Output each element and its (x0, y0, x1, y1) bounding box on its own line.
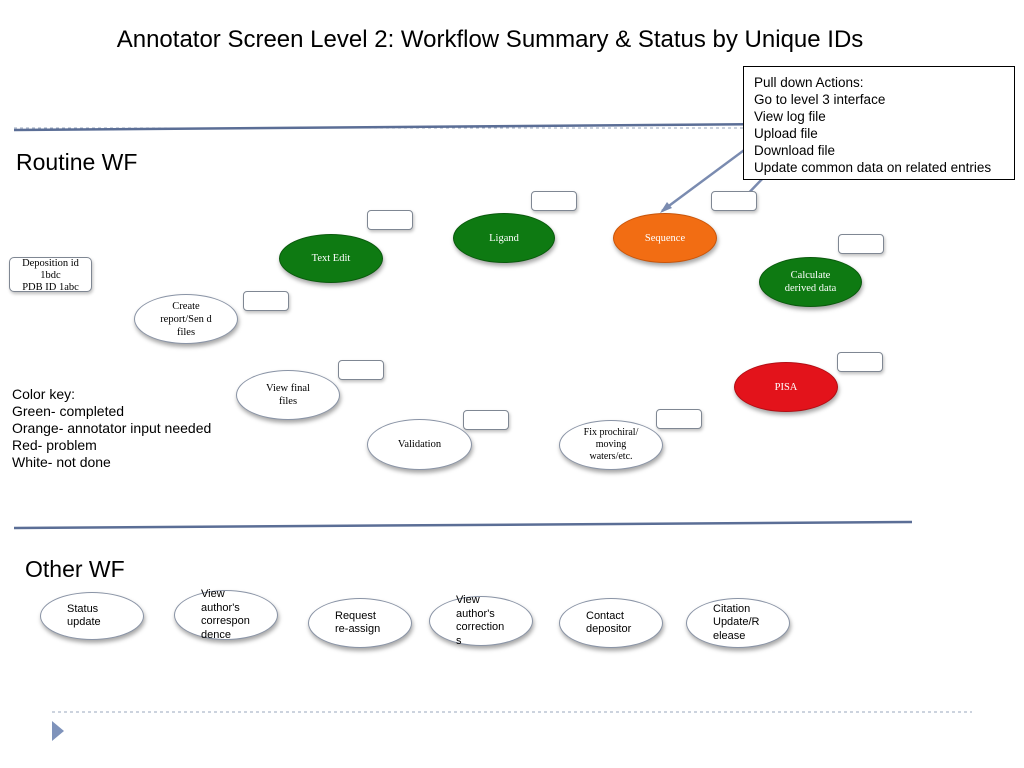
menu-item-download[interactable]: Download file (754, 143, 836, 158)
deposition-id-label: Deposition id (22, 258, 79, 269)
deposition-id-value: 1bdc (40, 270, 61, 281)
pdb-id: PDB ID 1abc (22, 282, 79, 293)
create-report-actions-box[interactable] (243, 291, 289, 311)
sequence-actions-box[interactable] (711, 191, 757, 211)
fix-actions-box[interactable] (656, 409, 702, 429)
menu-item-update-common[interactable]: Update common data on related entries (754, 160, 992, 175)
view-correspondence-label: View author's correspon dence (201, 588, 250, 641)
validation-actions-box[interactable] (463, 410, 509, 430)
pisa-actions-box[interactable] (837, 352, 883, 372)
menu-item-upload[interactable]: Upload file (754, 126, 818, 141)
sequence-node[interactable]: Sequence (613, 213, 717, 263)
color-key-heading: Color key: (12, 386, 76, 402)
view-corrections-label: View author's correction s (456, 594, 505, 647)
ligand-label: Ligand (489, 232, 519, 244)
color-key-green: Green- completed (12, 403, 125, 419)
page-title: Annotator Screen Level 2: Workflow Summa… (116, 26, 864, 53)
view-final-label: View final files (266, 383, 310, 407)
view-final-files-node[interactable]: View final files (236, 370, 340, 420)
calculate-label: Calculate derived data (784, 270, 837, 294)
citation-update-release-node[interactable]: Citation Update/R elease (686, 598, 790, 648)
contact-depositor-label: Contact depositor (586, 609, 632, 636)
menu-heading: Pull down Actions: (754, 75, 864, 90)
ligand-node[interactable]: Ligand (453, 213, 555, 263)
view-final-actions-box[interactable] (338, 360, 384, 380)
pull-down-actions-menu: Pull down Actions: Go to level 3 interfa… (743, 66, 1015, 180)
fix-prochiral-node[interactable]: Fix prochiral/ moving waters/etc. (559, 420, 663, 470)
text-edit-node[interactable]: Text Edit (279, 234, 383, 283)
validation-node[interactable]: Validation (367, 419, 472, 470)
contact-depositor-node[interactable]: Contact depositor (559, 598, 663, 648)
color-key: Color key: Green- completed Orange- anno… (12, 386, 211, 471)
play-icon (52, 721, 64, 741)
sequence-label: Sequence (644, 232, 686, 244)
menu-item-level3[interactable]: Go to level 3 interface (754, 92, 886, 107)
deposition-id-box: Deposition id 1bdc PDB ID 1abc (9, 257, 92, 293)
request-reassign-label: Request re-assign (335, 609, 381, 636)
calculate-actions-box[interactable] (838, 234, 884, 254)
validation-label: Validation (397, 439, 442, 450)
citation-label: Citation Update/R elease (713, 602, 760, 642)
create-report-node[interactable]: Create report/Sen d files (134, 294, 238, 344)
view-authors-correspondence-node[interactable]: View author's correspon dence (174, 588, 278, 641)
text-edit-actions-box[interactable] (367, 210, 413, 230)
create-report-label: Create report/Sen d files (160, 300, 212, 338)
calculate-derived-data-node[interactable]: Calculate derived data (759, 257, 862, 307)
color-key-red: Red- problem (12, 437, 97, 453)
status-update-node[interactable]: Status update (40, 592, 144, 640)
text-edit-label: Text Edit (311, 253, 351, 264)
view-authors-corrections-node[interactable]: View author's correction s (429, 594, 533, 647)
color-key-white: White- not done (12, 454, 111, 470)
request-reassign-node[interactable]: Request re-assign (308, 598, 412, 648)
other-wf-heading: Other WF (25, 556, 125, 582)
menu-item-view-log[interactable]: View log file (754, 109, 826, 124)
fix-label: Fix prochiral/ moving waters/etc. (583, 427, 639, 462)
ligand-actions-box[interactable] (531, 191, 577, 211)
status-update-label: Status update (67, 602, 101, 629)
pisa-label: PISA (774, 381, 798, 393)
pisa-node[interactable]: PISA (734, 362, 838, 412)
color-key-orange: Orange- annotator input needed (12, 420, 212, 436)
routine-wf-heading: Routine WF (16, 149, 138, 175)
